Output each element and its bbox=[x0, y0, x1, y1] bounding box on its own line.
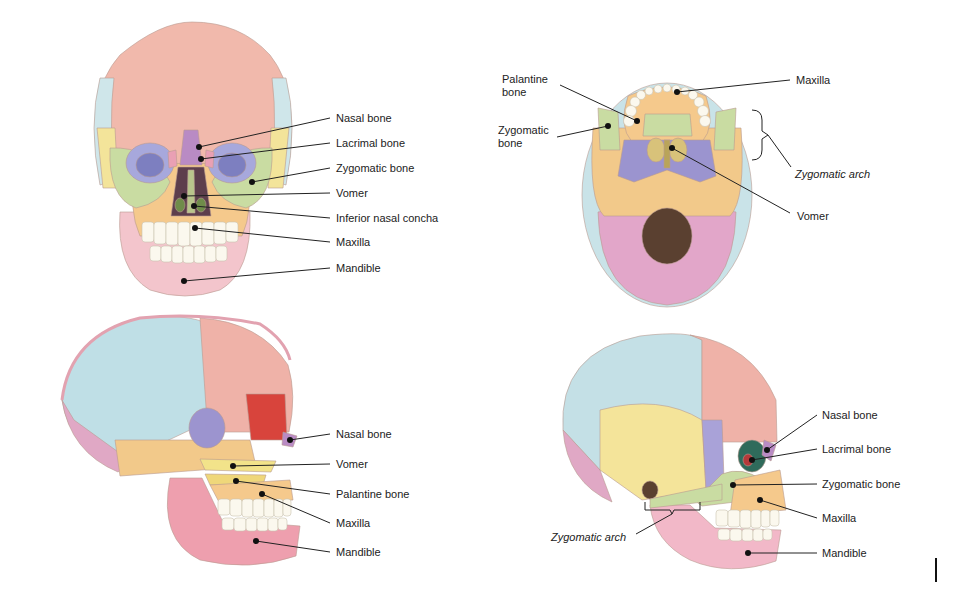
leader-dots-lateral bbox=[730, 447, 770, 556]
bone-label: Mandible bbox=[822, 547, 867, 560]
leader-lines-anterior bbox=[184, 118, 330, 281]
bone-label: Maxilla bbox=[336, 517, 370, 530]
bone-label: Zygomatic bone bbox=[336, 162, 414, 175]
bone-label: Zygomatic bone bbox=[822, 478, 900, 491]
bone-label: Nasal bone bbox=[336, 428, 392, 441]
sagittal-skull bbox=[62, 316, 300, 565]
leader-dots-sagittal bbox=[230, 437, 293, 544]
leader-lines-sagittal bbox=[233, 434, 330, 552]
text-cursor bbox=[935, 558, 937, 582]
bone-label: Vomer bbox=[797, 210, 829, 223]
bone-label: Maxilla bbox=[796, 74, 830, 87]
bone-label: Vomer bbox=[336, 187, 368, 200]
bone-label: Mandible bbox=[336, 262, 381, 275]
anterior-skull bbox=[94, 22, 292, 296]
bone-label: Inferior nasal concha bbox=[336, 212, 438, 225]
bone-label: Zygomatic bone bbox=[498, 124, 556, 149]
bone-label: Lacrimal bone bbox=[822, 443, 891, 456]
bone-label: Palantine bone bbox=[336, 488, 409, 501]
bone-label: Nasal bone bbox=[336, 112, 392, 125]
bone-label: Vomer bbox=[336, 458, 368, 471]
leader-dots-inferior bbox=[605, 89, 680, 151]
leader-lines-inferior bbox=[557, 80, 791, 213]
leader-lines-lateral bbox=[636, 415, 817, 553]
bone-label: Lacrimal bone bbox=[336, 137, 405, 150]
bone-label: Mandible bbox=[336, 546, 381, 559]
bone-label: Maxilla bbox=[336, 236, 370, 249]
bone-label: Zygomatic arch bbox=[795, 168, 870, 181]
bone-label: Maxilla bbox=[822, 512, 856, 525]
bone-label: Palantine bone bbox=[502, 73, 560, 98]
bone-label: Zygomatic arch bbox=[551, 531, 626, 544]
inferior-skull bbox=[582, 83, 752, 307]
bone-label: Nasal bone bbox=[822, 409, 878, 422]
leader-dots-anterior bbox=[181, 144, 255, 284]
